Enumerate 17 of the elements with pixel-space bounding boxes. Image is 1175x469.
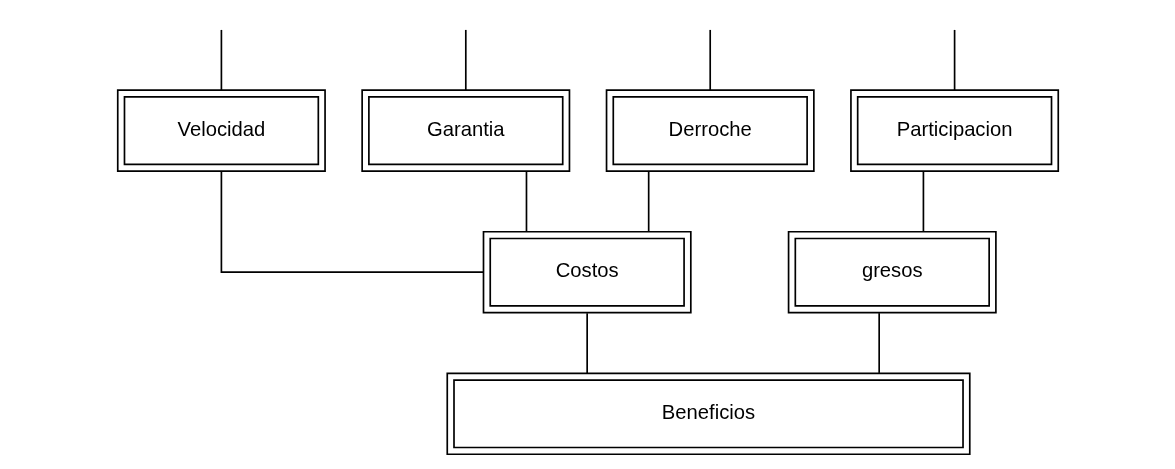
- node-box: Derroche: [605, 89, 815, 172]
- connector: [877, 312, 880, 374]
- node-box: Beneficios: [445, 372, 971, 456]
- node-box: Garantia: [360, 89, 570, 172]
- connector: [922, 170, 924, 233]
- node-box: Costos: [482, 230, 692, 314]
- connector: [647, 170, 650, 233]
- connector: [464, 29, 467, 91]
- connector: [220, 29, 222, 91]
- connector: [585, 312, 588, 374]
- node-box: gresos: [787, 230, 997, 314]
- connector: [708, 29, 711, 91]
- node-box: Velocidad: [116, 89, 326, 172]
- connector: [525, 170, 527, 233]
- connector: [220, 170, 484, 274]
- node-box: Participacion: [849, 89, 1059, 172]
- connector: [953, 29, 955, 91]
